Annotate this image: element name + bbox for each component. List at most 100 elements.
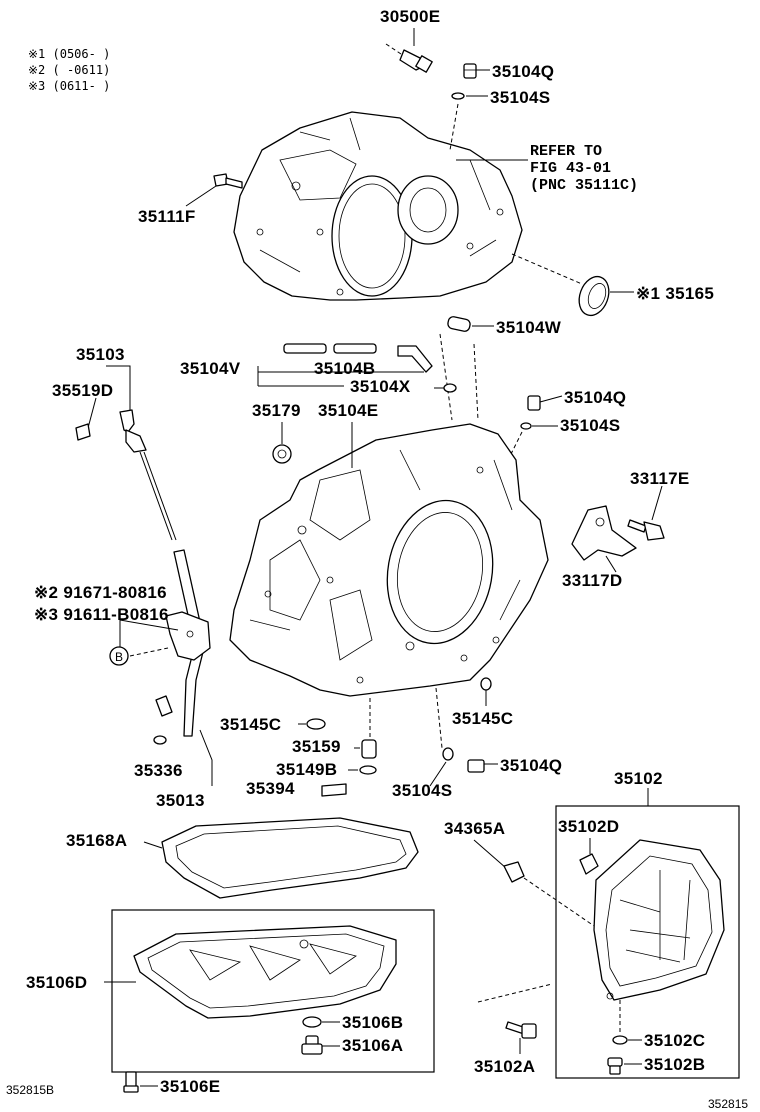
note-1: ※1 (0506- ) [28, 47, 110, 61]
label-35111F[interactable]: 35111F [138, 207, 196, 226]
label-35102[interactable]: 35102 [614, 769, 663, 788]
pipe-35104B[interactable] [397, 345, 433, 373]
bolt-35102B[interactable] [607, 1057, 623, 1075]
bolt-35102A[interactable] [505, 1021, 537, 1039]
refer-line-2: FIG 43-01 [530, 160, 611, 177]
label-35336[interactable]: 35336 [134, 761, 183, 780]
dash-35104W [439, 333, 453, 421]
plug-35145C-right[interactable] [480, 677, 492, 691]
oring-35104S-mid[interactable] [520, 422, 532, 430]
label-35104S-low[interactable]: 35104S [392, 781, 452, 800]
gasket-35102D[interactable] [579, 853, 599, 875]
plug-35179[interactable] [272, 444, 292, 464]
refer-line-3: (PNC 35111C) [530, 177, 638, 194]
label-35168A[interactable]: 35168A [66, 831, 127, 850]
label-35103[interactable]: 35103 [76, 345, 125, 364]
strainer-35102[interactable] [593, 839, 725, 1001]
label-35179[interactable]: 35179 [252, 401, 301, 420]
label-35394[interactable]: 35394 [246, 779, 295, 798]
filter-group-frame [555, 805, 740, 1079]
clip-35519D[interactable] [75, 423, 91, 441]
guide-tube-35013[interactable] [155, 549, 211, 737]
label-35104V[interactable]: 35104V [180, 359, 241, 378]
oring-35102C[interactable] [612, 1035, 628, 1045]
label-35104S-mid[interactable]: 35104S [560, 416, 620, 435]
note-2: ※2 ( -0611) [28, 63, 110, 77]
pin-35104W[interactable] [447, 316, 471, 332]
label-35106A[interactable]: 35106A [342, 1036, 403, 1055]
leader-bolt-91671 [119, 612, 179, 648]
plug-35159[interactable] [361, 739, 377, 759]
converter-housing[interactable] [233, 111, 523, 301]
magnet-35394[interactable] [321, 783, 347, 797]
gasket-35106B[interactable] [302, 1016, 322, 1028]
bolt-30500E[interactable] [385, 43, 433, 73]
label-35104Q-low[interactable]: 35104Q [500, 756, 562, 775]
label-33117D[interactable]: 33117D [562, 571, 622, 590]
plug-35104Q-mid[interactable] [527, 395, 541, 411]
note-3: ※3 (0611- ) [28, 79, 110, 93]
label-35519D[interactable]: 35519D [52, 381, 113, 400]
dash-35165 [511, 253, 583, 285]
label-35106E[interactable]: 35106E [160, 1077, 220, 1096]
label-35104S-top[interactable]: 35104S [490, 88, 550, 107]
dash-34365A [523, 877, 601, 931]
label-35102B[interactable]: 35102B [644, 1055, 705, 1074]
label-30500E[interactable]: 30500E [380, 7, 440, 26]
dash-35102A [477, 983, 553, 1003]
tubes-35104V[interactable] [283, 343, 377, 354]
oring-35104S-low[interactable] [442, 747, 454, 761]
oring-35336[interactable] [153, 735, 167, 745]
dash-circle-b [129, 647, 169, 657]
oil-pan-35106D[interactable] [133, 925, 397, 1019]
circle-b-marker[interactable] [109, 646, 129, 666]
label-35104E[interactable]: 35104E [318, 401, 378, 420]
footer-left-code: 352815B [6, 1083, 54, 1097]
bracket-33117D[interactable] [571, 505, 637, 561]
drain-plug-35106A[interactable] [301, 1035, 323, 1055]
label-34365A[interactable]: 34365A [444, 819, 505, 838]
label-35159[interactable]: 35159 [292, 737, 341, 756]
plug-35104Q-top[interactable] [463, 63, 477, 79]
dipstick-35103[interactable] [119, 409, 177, 541]
leader-35111F [185, 185, 217, 207]
label-35145C-left[interactable]: 35145C [220, 715, 281, 734]
pan-gasket-35168A[interactable] [161, 817, 419, 899]
footer-right-code: 352815 [708, 1097, 748, 1111]
label-35102A[interactable]: 35102A [474, 1057, 535, 1076]
label-35104Q-top[interactable]: 35104Q [492, 62, 554, 81]
label-33117E[interactable]: 33117E [630, 469, 689, 488]
label-35104B[interactable]: 35104B [314, 359, 375, 378]
oil-seal-35165[interactable] [574, 272, 614, 319]
label-35106B[interactable]: 35106B [342, 1013, 403, 1032]
label-35104X[interactable]: 35104X [350, 377, 411, 396]
gasket-35149B[interactable] [359, 765, 377, 775]
plug-35104Q-low[interactable] [467, 759, 485, 773]
label-91671[interactable]: ※2 91671-80816 [34, 583, 167, 602]
oil-pan-group-frame [111, 909, 435, 1073]
clamp-34365A[interactable] [503, 861, 525, 883]
label-35149B[interactable]: 35149B [276, 760, 337, 779]
label-35106D[interactable]: 35106D [26, 973, 87, 992]
label-35104Q-mid[interactable]: 35104Q [564, 388, 626, 407]
label-91611[interactable]: ※3 91611-B0816 [34, 605, 169, 624]
label-35013[interactable]: 35013 [156, 791, 205, 810]
leader-34365A [473, 839, 507, 869]
bolt-35106E[interactable] [123, 1071, 139, 1093]
bolt-33117E[interactable] [627, 519, 665, 541]
oring-35104S-top[interactable] [451, 92, 465, 100]
transaxle-case[interactable] [229, 423, 549, 697]
dash-35104S-top [449, 103, 459, 151]
washer-35145C-left[interactable] [306, 718, 326, 730]
label-35145C-right[interactable]: 35145C [452, 709, 513, 728]
circle-b-letter: B [115, 650, 123, 664]
label-35102C[interactable]: 35102C [644, 1031, 705, 1050]
leader-33117E [651, 485, 663, 521]
refer-line-1: REFER TO [530, 143, 602, 160]
oring-35104X[interactable] [443, 383, 457, 393]
leader-35104Q-mid [539, 395, 563, 403]
label-35102D[interactable]: 35102D [558, 817, 619, 836]
label-35104W[interactable]: 35104W [496, 318, 562, 337]
bolt-35111F[interactable] [213, 173, 243, 189]
label-35165[interactable]: ※1 35165 [636, 284, 714, 303]
